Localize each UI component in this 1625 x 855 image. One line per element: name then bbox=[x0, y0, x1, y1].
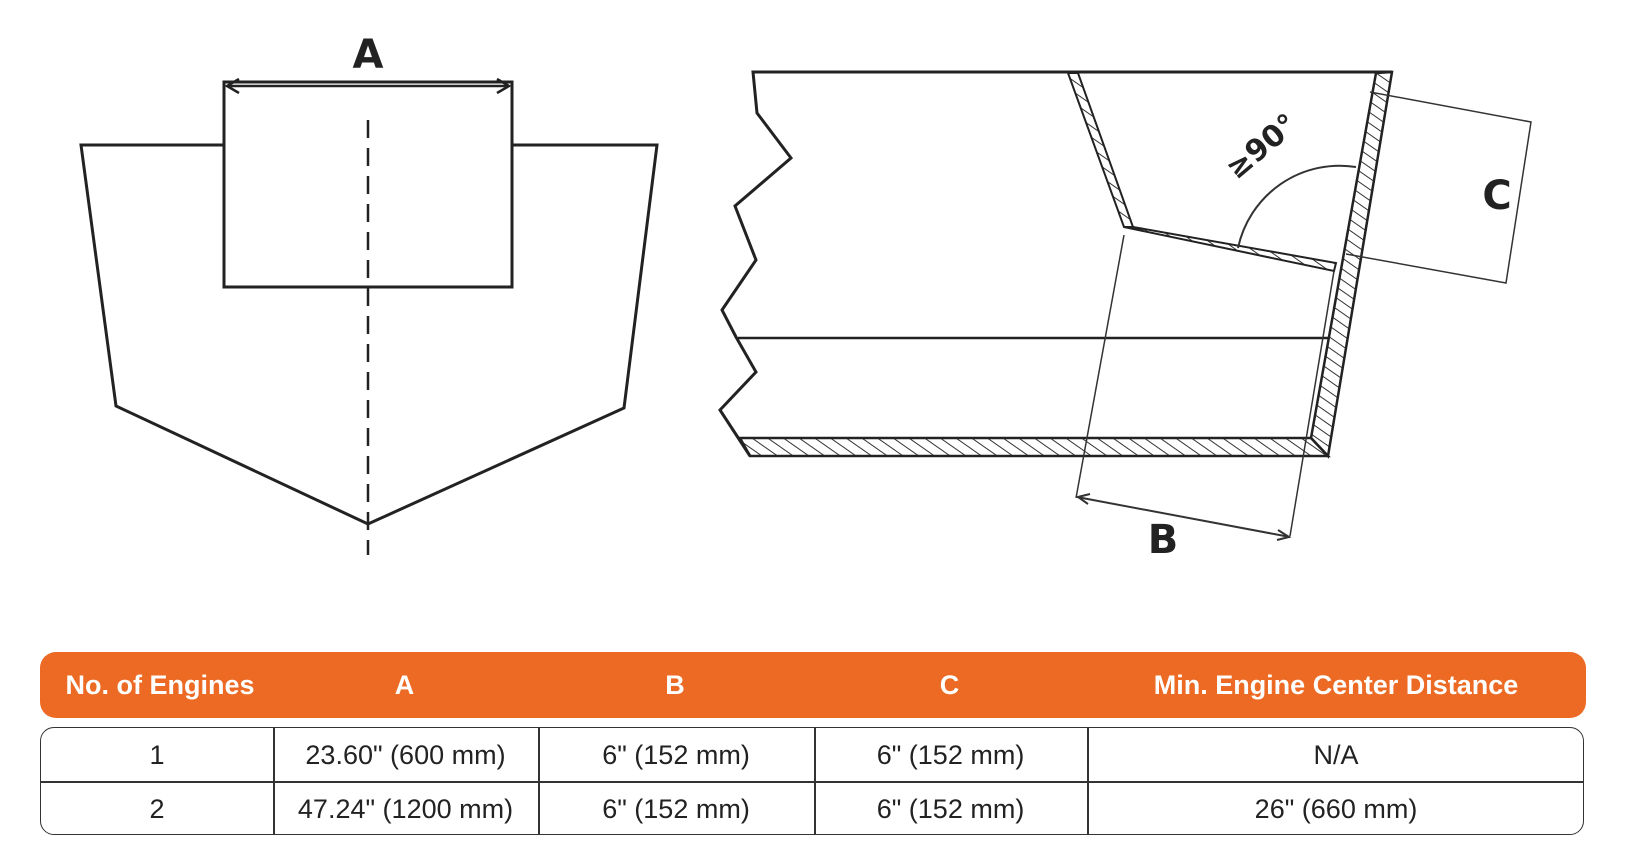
angle-label: ≥90° bbox=[1219, 107, 1304, 186]
header-min-engine-center-distance: Min. Engine Center Distance bbox=[1153, 670, 1519, 700]
table-cell-c: 6" (152 mm) bbox=[876, 794, 1025, 824]
dimension-c-box bbox=[1345, 91, 1532, 284]
header-no-of-engines: No. of Engines bbox=[65, 670, 255, 700]
table-cell-a: 23.60" (600 mm) bbox=[305, 740, 506, 770]
bottom-plate bbox=[737, 436, 1331, 458]
engine-bed-plate bbox=[1123, 226, 1338, 273]
table-cell-a: 47.24" (1200 mm) bbox=[297, 794, 514, 824]
hull-installation-diagram: A B C ≥90° bbox=[79, 32, 1532, 563]
hull-front-view: A bbox=[79, 32, 659, 555]
table-header: No. of Engines A B C Min. Engine Center … bbox=[40, 652, 1586, 718]
table-cell-b: 6" (152 mm) bbox=[602, 794, 750, 824]
header-c: C bbox=[939, 670, 960, 700]
table-cell-min-distance: 26" (660 mm) bbox=[1254, 794, 1418, 824]
table-cell-b: 6" (152 mm) bbox=[602, 740, 750, 770]
header-b: B bbox=[665, 670, 685, 700]
dimension-b-label: B bbox=[1148, 517, 1179, 563]
bulkhead-plate bbox=[1066, 72, 1135, 228]
hull-side-outline bbox=[718, 70, 1392, 457]
angle-arc bbox=[1237, 164, 1357, 249]
table-cell-engines: 1 bbox=[149, 740, 165, 770]
hull-outline bbox=[79, 143, 659, 526]
table-cell-min-distance: N/A bbox=[1313, 740, 1359, 770]
dimension-c-label: C bbox=[1482, 173, 1511, 219]
hull-side-view: B C ≥90° bbox=[718, 70, 1532, 563]
table-body: 1 23.60" (600 mm) 6" (152 mm) 6" (152 mm… bbox=[40, 727, 1584, 835]
table-cell-engines: 2 bbox=[149, 794, 165, 824]
table-cell-c: 6" (152 mm) bbox=[876, 740, 1025, 770]
dimension-a-label: A bbox=[353, 32, 384, 78]
header-a: A bbox=[394, 670, 415, 700]
